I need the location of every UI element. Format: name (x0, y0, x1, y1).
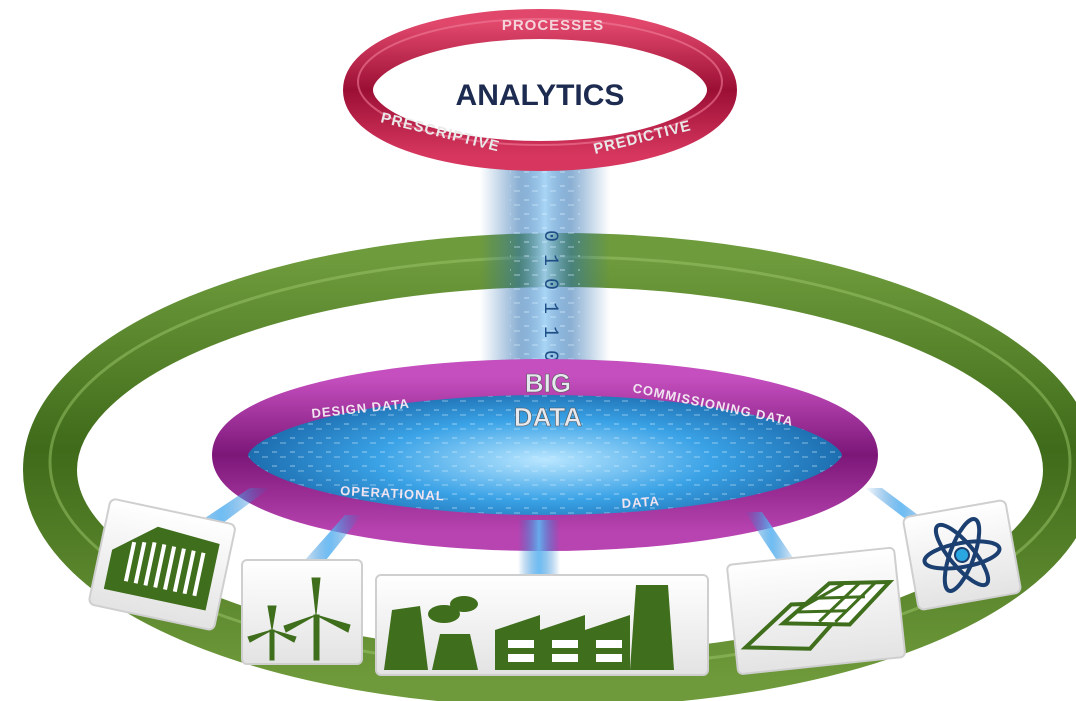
hydro-tile (88, 498, 236, 631)
beam-wind (296, 515, 362, 570)
big-data-line2: DATA (514, 402, 583, 432)
analytics-ring: ANALYTICS PROCESSES PRESCRIPTIVE PREDICT… (343, 9, 737, 171)
processes-label: PROCESSES (502, 17, 604, 34)
solar-tile (726, 546, 906, 675)
beam-plant (518, 520, 560, 580)
hydro-dam-icon (103, 526, 220, 611)
industrial-plant-icon (384, 585, 674, 670)
big-data-line1: BIG (525, 368, 571, 398)
atom-nuclear-icon (922, 517, 1002, 593)
solar-panel-icon (740, 579, 895, 651)
beam-solar (745, 512, 798, 565)
data-label: DATA (621, 493, 660, 511)
wind-tile (241, 559, 363, 665)
wind-turbine-icon (247, 577, 351, 661)
nuclear-tile (902, 499, 1022, 611)
big-data-ring (212, 359, 878, 551)
big-data-title: BIG DATA (514, 368, 583, 433)
plant-tile (375, 574, 709, 676)
operational-label: OPERATIONAL (340, 483, 445, 503)
analytics-title: ANALYTICS (456, 79, 625, 112)
